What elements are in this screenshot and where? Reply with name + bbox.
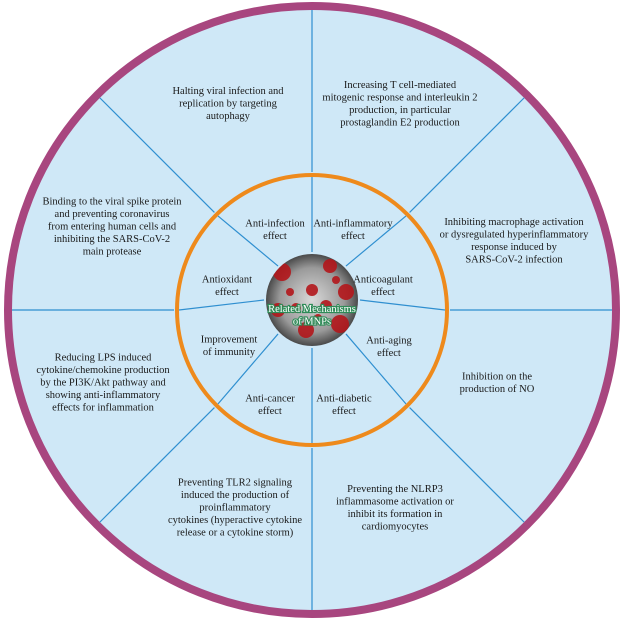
virus-spike (323, 259, 337, 273)
inner-effect-anti-infection-line: Anti-infection (245, 218, 305, 229)
virus-spike (331, 315, 349, 333)
outer-sector-lps-line: Reducing LPS induced (55, 353, 153, 364)
divider-line-inner (217, 215, 279, 267)
inner-effect-anti-diabetic-line: Anti-diabetic (316, 393, 372, 404)
inner-effect-anti-aging-line: Anti-aging (366, 335, 412, 346)
outer-sector-texts: Halting viral infection and replication b… (36, 80, 589, 539)
outer-sector-t-cell-line: prostaglandin E2 production (340, 117, 460, 128)
outer-sector-macrophage-line: SARS-CoV-2 infection (465, 254, 563, 265)
inner-effect-anti-inflammatory-line: Anti-inflammatory (313, 218, 393, 229)
outer-sector-autophagy-line: replication by targeting (179, 99, 278, 110)
outer-sector-no-line: production of NO (460, 384, 535, 395)
outer-sector-lps-line: showing anti-inflammatory (46, 390, 161, 401)
outer-sector-autophagy-line: Halting viral infection and (172, 86, 284, 97)
inner-effect-anti-aging-line: effect (377, 348, 401, 359)
center-label-line: Related Mechanisms (268, 304, 356, 315)
divider-line-inner (345, 215, 407, 267)
virus-spike (286, 288, 294, 296)
outer-sector-nlrp3-line: inflammasome activation or (336, 496, 454, 507)
virus-spike (332, 276, 340, 284)
inner-effect-anti-diabetic-line: effect (332, 406, 356, 417)
inner-effect-texts: Anti-infection effect Anti-inflammatory eff… (201, 218, 413, 417)
divider-line-inner (178, 299, 265, 311)
inner-effect-antioxidant-line: effect (215, 287, 239, 298)
divider-line (99, 407, 215, 523)
divider-line (409, 407, 525, 523)
center-label: Related Mechanisms of MNPs (267, 303, 357, 329)
virus-spike (271, 303, 285, 317)
inner-effect-antioxidant-line: Antioxidant (202, 274, 252, 285)
virus-spike (338, 284, 354, 300)
outer-sector-lps-line: by the PI3K/Akt pathway and (40, 378, 166, 389)
outer-sector-tlr2-line: cytokines (hyperactive cytokine (168, 515, 302, 526)
outer-sector-spike-line: main protease (83, 247, 142, 258)
divider-line-inner (345, 333, 407, 405)
outer-sector-tlr2-line: proinflammatory (199, 503, 271, 514)
outer-sector-t-cell-line: mitogenic response and interleukin 2 (322, 92, 477, 103)
divider-line-inner (359, 299, 446, 311)
inner-effect-anti-infection-line: effect (263, 231, 287, 242)
divider-line (99, 97, 215, 213)
outer-sector-macrophage-line: or dysregulated hyperinflammatory (440, 229, 589, 240)
outer-sector-nlrp3-line: cardiomyocytes (362, 521, 428, 532)
outer-sector-spike-line: from entering human cells and (48, 222, 177, 233)
outer-sector-spike-line: Binding to the viral spike protein (42, 197, 182, 208)
outer-sector-macrophage-line: response induced by (471, 242, 557, 253)
inner-effect-anti-cancer-line: effect (258, 406, 282, 417)
virus-spike (298, 322, 314, 338)
outer-sector-t-cell-line: Increasing T cell-mediated (344, 80, 457, 91)
virus-spike (314, 314, 322, 322)
inner-effect-anti-inflammatory-line: effect (341, 231, 365, 242)
outer-sector-tlr2-line: release or a cytokine storm) (177, 528, 294, 539)
outer-sector-nlrp3-line: inhibit its formation in (348, 509, 444, 520)
outer-sector-spike-line: inhibiting the SARS-CoV-2 (54, 234, 170, 245)
virus-spike (320, 300, 332, 312)
outer-sector-tlr2-line: induced the production of (181, 490, 290, 501)
outer-sector-t-cell-line: production, in particular (349, 105, 451, 116)
inner-ring (175, 173, 449, 447)
outer-sector-lps-line: cytokine/chemokine production (36, 365, 170, 376)
outer-sector-tlr2-line: Preventing TLR2 signaling (178, 478, 293, 489)
inner-effect-anti-cancer-line: Anti-cancer (245, 393, 295, 404)
divider-line (409, 97, 525, 213)
inner-effect-anticoagulant-line: effect (371, 287, 395, 298)
outer-sector-spike-line: and preventing coronavirus (55, 209, 170, 220)
outer-sector-lps-line: effects for inflammation (52, 403, 155, 414)
center-label-line: of MNPs (293, 317, 331, 328)
inner-effect-immunity-line: Improvement (201, 334, 258, 345)
center-virus-image (266, 254, 358, 346)
outer-sector-macrophage-line: Inhibiting macrophage activation (444, 217, 584, 228)
outer-sector-autophagy-line: autophagy (206, 111, 250, 122)
divider-line-inner (217, 333, 279, 405)
inner-effect-immunity-line: of immunity (203, 347, 256, 358)
outer-sector-nlrp3-line: Preventing the NLRP3 (347, 484, 443, 495)
virus-spike (291, 303, 301, 313)
sector-dividers (12, 10, 612, 610)
inner-effect-anticoagulant-line: Anticoagulant (353, 274, 413, 285)
virus-spike (306, 284, 318, 296)
outer-sector-no-line: Inhibition on the (462, 371, 532, 382)
